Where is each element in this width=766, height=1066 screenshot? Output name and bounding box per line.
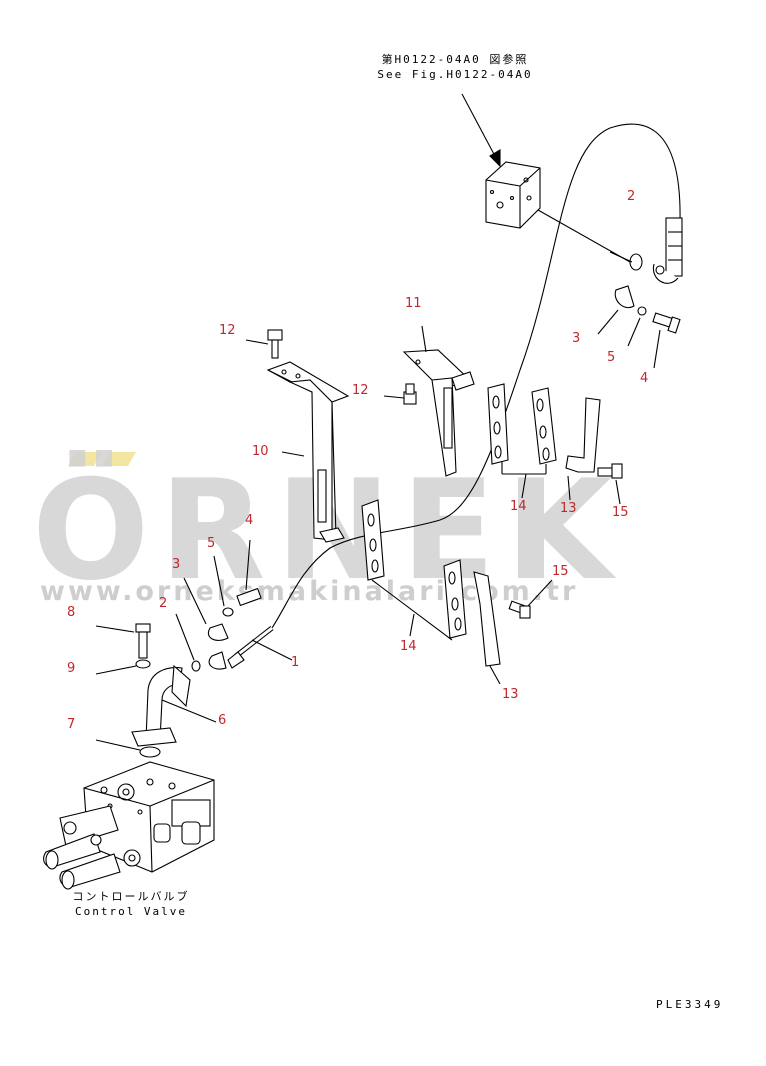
- callout-13: 13: [560, 501, 577, 516]
- callout-15: 15: [552, 564, 569, 579]
- bracket-11: [402, 349, 475, 477]
- callout-7: 7: [67, 717, 76, 732]
- bracket-10: [266, 361, 350, 543]
- callout-14: 14: [510, 499, 527, 514]
- callout-13: 13: [502, 687, 519, 702]
- clamp-14-lower: [361, 499, 467, 641]
- callout-10: 10: [252, 444, 269, 459]
- callout-2: 2: [159, 596, 168, 611]
- reference-note-english: See Fig.H0122-04A0: [377, 67, 533, 81]
- callout-3: 3: [172, 557, 181, 572]
- control-valve: [43, 761, 215, 890]
- callout-8: 8: [67, 605, 76, 620]
- clamp-14-upper: [487, 383, 557, 475]
- callout-3: 3: [572, 331, 581, 346]
- control-valve-caption-english: Control Valve: [74, 904, 188, 918]
- callout-1: 1: [291, 655, 300, 670]
- elbow-6: [131, 664, 191, 747]
- callout-12: 12: [352, 383, 369, 398]
- callout-2: 2: [627, 189, 636, 204]
- control-valve-caption-japanese: コントロールバルブ: [72, 890, 190, 903]
- callout-5: 5: [607, 350, 616, 365]
- reference-note-japanese: 第H0122-04A0 図参照: [381, 53, 529, 66]
- callout-11: 11: [405, 296, 422, 311]
- callout-9: 9: [67, 661, 76, 676]
- callout-5: 5: [207, 536, 216, 551]
- callout-4: 4: [245, 513, 254, 528]
- drawing-code: PLE3349: [656, 998, 724, 1011]
- callout-6: 6: [218, 713, 227, 728]
- callout-15: 15: [612, 505, 629, 520]
- valve-block: [485, 161, 541, 229]
- callout-4: 4: [640, 371, 649, 386]
- reference-note: 第H0122-04A0 図参照 See Fig.H0122-04A0: [370, 53, 540, 83]
- control-valve-caption: コントロールバルブ Control Valve: [66, 890, 196, 920]
- callout-14: 14: [400, 639, 417, 654]
- callout-12: 12: [219, 323, 236, 338]
